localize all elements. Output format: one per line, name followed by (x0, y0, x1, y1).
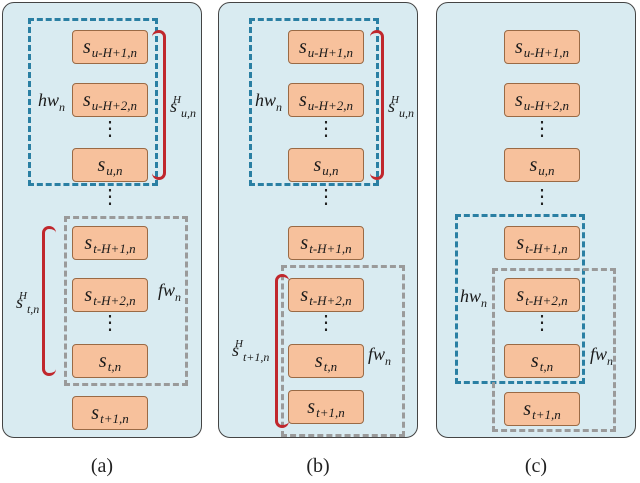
fw-label: fwn (158, 280, 182, 304)
forecast-window-c (492, 268, 616, 432)
brace-st-b (275, 274, 289, 428)
forecast-window-a (64, 216, 188, 386)
hw-label: hwn (255, 90, 283, 114)
caption-b: (b) (306, 455, 330, 477)
vertical-ellipsis: ⋮ (316, 186, 336, 208)
brace-st-a (42, 226, 56, 376)
s-t-label: sHt,n (16, 290, 40, 316)
s-t-label: sHt+1,n (232, 338, 270, 364)
hw-label: hwn (460, 286, 488, 310)
vertical-ellipsis: ⋮ (532, 186, 552, 208)
forecast-window-b (281, 265, 405, 437)
caption-a: (a) (90, 455, 114, 477)
fw-label: fwn (368, 344, 392, 368)
history-window-c (455, 214, 585, 384)
history-window-b (249, 18, 379, 186)
hw-label: hwn (38, 90, 66, 114)
fw-label: fwn (590, 344, 614, 368)
vertical-ellipsis: ⋮ (532, 118, 552, 140)
vertical-ellipsis: ⋮ (100, 312, 120, 334)
vertical-ellipsis: ⋮ (316, 312, 336, 334)
vertical-ellipsis: ⋮ (100, 186, 120, 208)
vertical-ellipsis: ⋮ (316, 118, 336, 140)
brace-su-a (152, 30, 166, 180)
vertical-ellipsis: ⋮ (100, 118, 120, 140)
vertical-ellipsis: ⋮ (532, 312, 552, 334)
brace-su-b (370, 30, 384, 180)
caption-c: (c) (524, 455, 548, 477)
history-window-a (28, 18, 158, 186)
s-u-label: sHu,n (170, 94, 196, 120)
s-u-label: sHu,n (388, 94, 414, 120)
